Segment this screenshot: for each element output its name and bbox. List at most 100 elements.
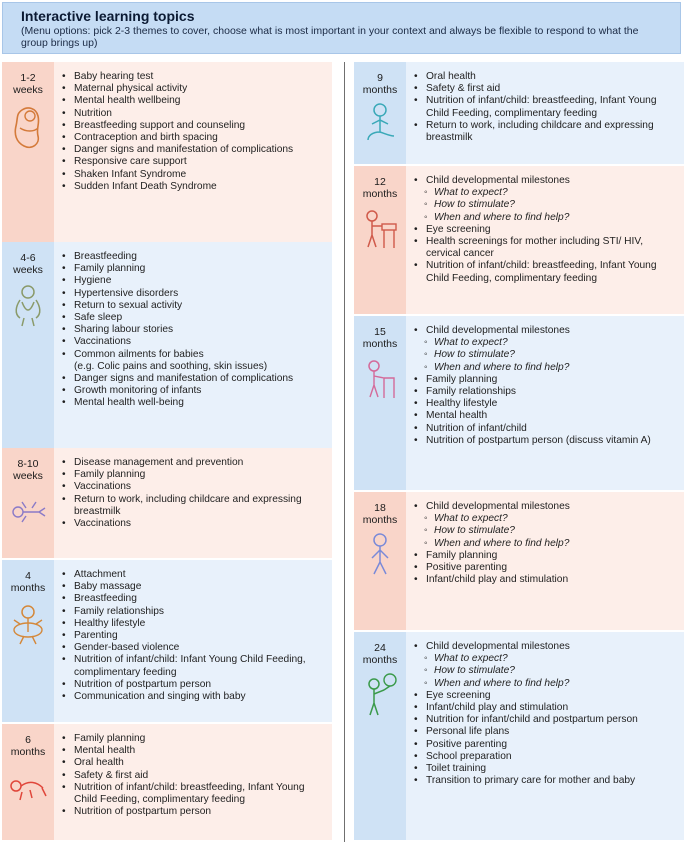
topic-item: Shaken Infant Syndrome	[62, 169, 326, 181]
swaddled-baby-icon	[14, 107, 40, 149]
topic-item: Safety & first aid	[62, 770, 326, 782]
topic-item: Eye screening	[414, 690, 678, 702]
topic-item: Eye screening	[414, 224, 678, 236]
topic-item: Responsive care support	[62, 156, 326, 168]
topic-item: Hygiene	[62, 275, 326, 287]
topic-section: 9monthsOral healthSafety & first aidNutr…	[354, 62, 684, 164]
topic-item: Nutrition of infant/child: breastfeeding…	[414, 95, 678, 119]
topic-item: Transition to primary care for mother an…	[414, 775, 678, 787]
topic-section: 4-6weeksBreastfeedingFamily planningHygi…	[2, 242, 332, 448]
header-banner: Interactive learning topics (Menu option…	[2, 2, 681, 54]
moving-baby-icon	[13, 605, 43, 645]
age-value: 15	[374, 326, 386, 338]
topic-item: Return to work, including childcare and …	[414, 120, 678, 144]
topic-item: Vaccinations	[62, 336, 326, 348]
topic-item: Positive parenting	[414, 562, 678, 574]
age-value: 12	[374, 176, 386, 188]
topic-list-cell: Child developmental milestonesWhat to ex…	[406, 632, 684, 840]
toddler-cruising-icon	[368, 360, 395, 398]
age-value: 4	[25, 570, 31, 582]
age-unit: months	[362, 188, 398, 200]
age-value: 1-2	[20, 72, 36, 84]
sub-topic-item: What to expect?	[422, 337, 678, 349]
topic-item: Family relationships	[414, 386, 678, 398]
topic-section: 15monthsChild developmental milestonesWh…	[354, 316, 684, 490]
topic-item: Nutrition of infant/child: Infant Young …	[62, 654, 326, 678]
topic-list: Child developmental milestonesWhat to ex…	[406, 632, 684, 788]
topic-item: Oral health	[62, 757, 326, 769]
topic-item: Family planning	[62, 733, 326, 745]
topic-item: Parenting	[62, 630, 326, 642]
topic-item: Mental health wellbeing	[62, 95, 326, 107]
sub-topic-item: What to expect?	[422, 187, 678, 199]
topic-item: Disease management and prevention	[62, 457, 326, 469]
age-unit: months	[362, 514, 398, 526]
topic-item: Infant/child play and stimulation	[414, 702, 678, 714]
topic-item: Hypertensive disorders	[62, 288, 326, 300]
age-value: 8-10	[17, 458, 39, 470]
topic-item: Child developmental milestones	[414, 325, 678, 337]
topic-item: Breastfeeding support and counseling	[62, 120, 326, 132]
topic-section: 18monthsChild developmental milestonesWh…	[354, 492, 684, 630]
topic-item: Family relationships	[62, 606, 326, 618]
topic-item: Mental health	[414, 410, 678, 422]
topic-list: Oral healthSafety & first aidNutrition o…	[406, 62, 684, 144]
topic-list-cell: Oral healthSafety & first aidNutrition o…	[406, 62, 684, 164]
topic-item: Health screenings for mother including S…	[414, 236, 678, 260]
topic-item: Breastfeeding	[62, 593, 326, 605]
crawling-baby-icon	[10, 780, 47, 801]
topic-list-cell: Child developmental milestonesWhat to ex…	[406, 492, 684, 630]
topic-item: Infant/child play and stimulation	[414, 574, 678, 586]
topic-list: Child developmental milestonesWhat to ex…	[406, 492, 684, 587]
sitting-baby-icon	[367, 103, 395, 141]
age-unit: weeks	[13, 470, 43, 482]
child-with-balloon-icon	[368, 673, 397, 716]
topic-item: Sudden Infant Death Syndrome	[62, 181, 326, 193]
age-value: 4-6	[20, 252, 36, 264]
topic-item: Safe sleep	[62, 312, 326, 324]
age-unit: months	[362, 338, 398, 350]
topic-item: Nutrition of postpartum person (discuss …	[414, 435, 678, 447]
topic-item: Nutrition of infant/child	[414, 423, 678, 435]
topic-item: Child developmental milestones	[414, 501, 678, 513]
sub-topic-item: When and where to find help?	[422, 362, 678, 374]
topic-section: 12monthsChild developmental milestonesWh…	[354, 166, 684, 314]
age-value: 9	[377, 72, 383, 84]
topic-list-cell: Child developmental milestonesWhat to ex…	[406, 166, 684, 314]
topic-item: Oral health	[414, 71, 678, 83]
topic-section: 24monthsChild developmental milestonesWh…	[354, 632, 684, 840]
topic-item: School preparation	[414, 751, 678, 763]
standing-at-furniture-icon	[366, 210, 397, 248]
topic-list-cell: Child developmental milestonesWhat to ex…	[406, 316, 684, 490]
topic-item: Healthy lifestyle	[414, 398, 678, 410]
newborn-icon	[15, 285, 41, 327]
topic-item: Mental health well-being	[62, 397, 326, 409]
page-title: Interactive learning topics	[21, 8, 195, 24]
sub-topic-item: How to stimulate?	[422, 525, 678, 537]
topic-section: 1-2weeksBaby hearing testMaternal physic…	[2, 62, 332, 242]
walking-toddler-icon	[371, 533, 389, 575]
topic-item: Positive parenting	[414, 739, 678, 751]
age-value: 6	[25, 734, 31, 746]
topic-list: AttachmentBaby massageBreastfeedingFamil…	[54, 560, 332, 703]
topic-item: Safety & first aid	[414, 83, 678, 95]
topic-item: Child developmental milestones	[414, 175, 678, 187]
age-unit: months	[10, 582, 46, 594]
topic-item: Baby massage	[62, 581, 326, 593]
lying-baby-icon	[12, 501, 46, 523]
